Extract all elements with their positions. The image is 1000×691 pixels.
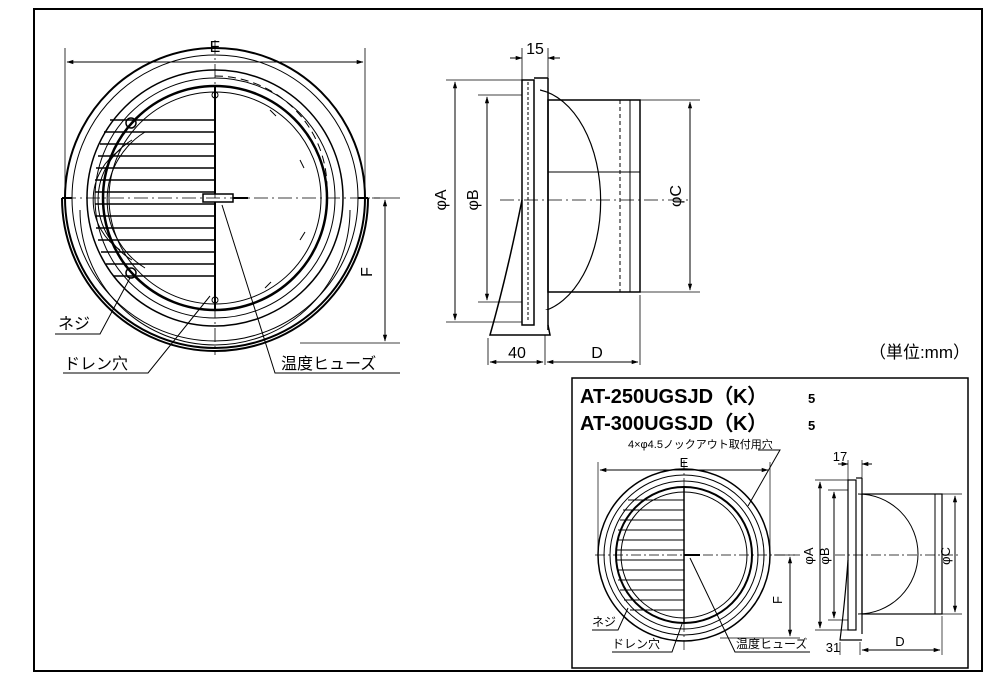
inset-knockout-note: 4×φ4.5ノックアウト取付用穴 [628,437,773,451]
unit-label: （単位:mm） [869,343,970,362]
side-dim-phi-a: φA [433,189,450,210]
main-callout-fuse: 温度ヒューズ [281,355,376,373]
inset-callout-drain: ドレン穴 [612,636,660,651]
drawing-border [33,8,983,672]
inset-model-1: AT-250UGSJD（K） [580,385,767,408]
side-dim-phi-c: φC [668,185,685,207]
inset-callout-screw: ネジ [592,615,616,629]
inset-dim-17: 17 [833,449,847,464]
main-side-view [446,48,700,365]
inset-callout-fuse: 温度ヒューズ [736,636,807,651]
inset-side-view [815,460,962,655]
inset-dim-phi-b: φB [817,547,832,564]
inset-panel [571,377,969,669]
main-callout-screw: ネジ [58,315,90,333]
inset-dim-phi-a: φA [801,547,816,564]
inset-front-view [592,449,810,653]
side-dim-phi-b: φB [465,189,482,210]
inset-dim-31: 31 [826,640,840,655]
inset-model-1-sub: 5 [808,391,815,406]
inset-dim-e: E [680,455,689,470]
inset-dim-d: D [895,634,904,649]
side-dim-40: 40 [508,345,526,362]
inset-dim-f: F [770,596,785,604]
main-callout-drain: ドレン穴 [64,355,128,373]
main-dim-f-label: F [359,267,376,277]
inset-model-2: AT-300UGSJD（K） [580,412,767,435]
main-front-view [55,40,400,374]
side-dim-d: D [591,345,603,362]
inset-model-2-sub: 5 [808,418,815,433]
side-dim-15: 15 [526,41,544,58]
main-dim-e-label: E [210,39,221,56]
inset-dim-phi-c: φC [938,547,953,565]
